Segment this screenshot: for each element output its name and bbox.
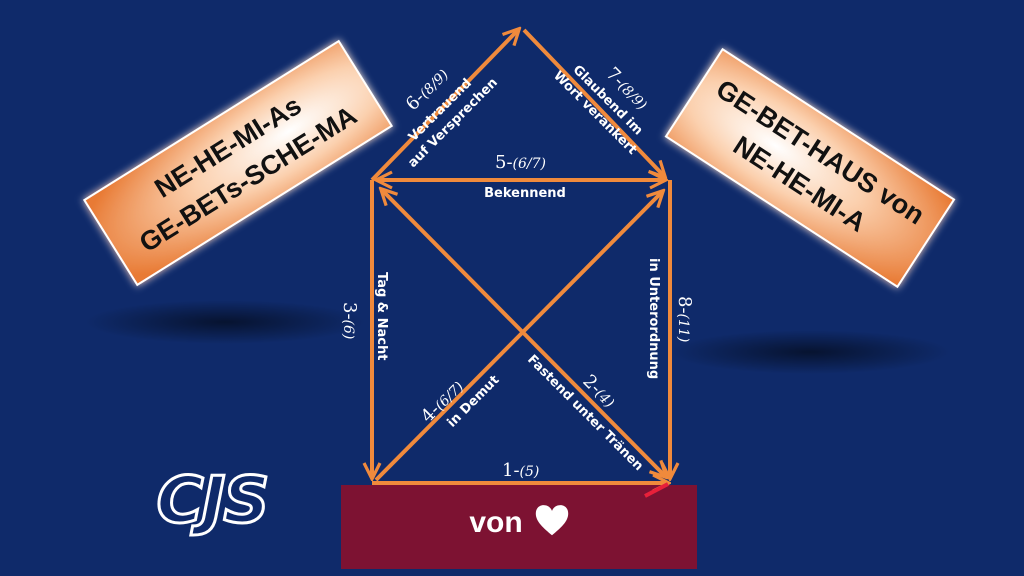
edge6-group: 6-(8/9) Vertrauend auf Versprechen	[402, 67, 501, 171]
left-shadow	[85, 300, 365, 344]
right-sign: GE-BET-HAUS von NE-HE-MI-A	[664, 47, 956, 289]
arrow-e6	[370, 30, 518, 182]
edge1-label: 1-(5)	[502, 460, 539, 481]
corner-accent	[644, 482, 669, 498]
arrow-e4	[374, 192, 662, 482]
heart-icon	[535, 505, 569, 536]
base-text: von	[469, 506, 522, 539]
arrow-e7	[522, 28, 664, 176]
edge7-group: 7-(8/9) Glaubend im Wort verankert	[550, 62, 650, 157]
edge5-label: 5-(6/7)	[495, 152, 546, 173]
edge5-text: Bekennend	[484, 186, 566, 201]
base-block	[341, 485, 697, 569]
edge2-text: Fastend unter Tränen	[524, 352, 646, 474]
edge3-text: Tag & Nacht	[374, 272, 389, 361]
cjs-logo: CJS	[155, 463, 271, 540]
edge3-label: 3-(6)	[339, 302, 360, 339]
left-sign: NE-HE-MI-As GE-BETs-SCHE-MA	[82, 39, 394, 287]
logo-text: CJS	[157, 464, 268, 538]
edge8-text: in Unterordnung	[646, 258, 661, 379]
right-shadow	[670, 330, 950, 374]
edge8-label: 8-(11)	[674, 296, 695, 342]
